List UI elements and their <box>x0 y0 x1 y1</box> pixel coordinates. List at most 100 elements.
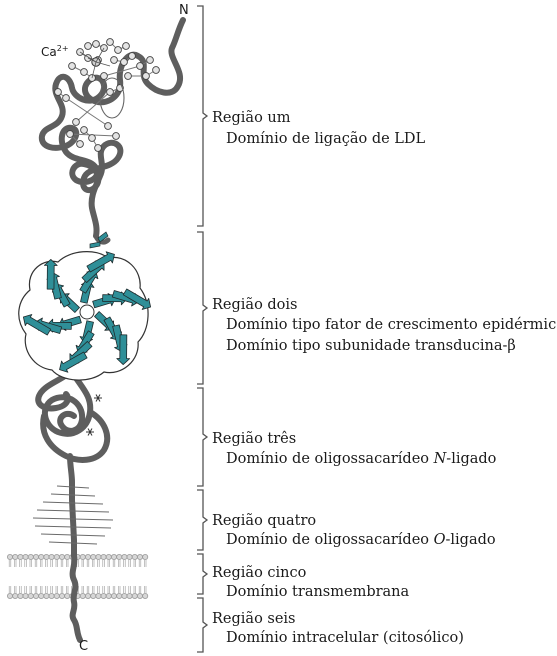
lipid-tail-top <box>144 560 146 567</box>
lipid-tail-bottom <box>51 586 53 593</box>
atom <box>107 89 114 96</box>
lipid-head-top <box>106 554 111 559</box>
lipid-tail-bottom <box>30 586 32 593</box>
region-4-desc-after: -ligado <box>446 532 496 548</box>
lipid-head-top <box>13 554 18 559</box>
region-3-bracket <box>197 388 207 486</box>
region-5-title: Região cinco <box>212 564 306 582</box>
lipid-head-top <box>49 554 54 559</box>
lipid-head-top <box>44 554 49 559</box>
atom <box>129 53 136 60</box>
lipid-tail-top <box>35 560 37 567</box>
lipid-head-bottom <box>122 593 127 598</box>
lipid-tail-top <box>40 560 42 567</box>
lipid-tail-top <box>14 560 16 567</box>
lipid-tail-bottom <box>87 586 89 593</box>
lipid-head-top <box>96 554 101 559</box>
lipid-tail-bottom <box>56 586 58 593</box>
region-3-desc-italic: N <box>434 451 447 467</box>
atom <box>95 145 102 152</box>
lipid-head-bottom <box>44 593 49 598</box>
lipid-head-bottom <box>96 593 101 598</box>
calcium-ion-symbol: Ca <box>41 45 57 59</box>
lipid-tail-top <box>113 560 115 567</box>
atom <box>77 141 84 148</box>
region-4-bracket <box>197 490 207 550</box>
lipid-head-bottom <box>39 593 44 598</box>
lipid-head-top <box>117 554 122 559</box>
atom <box>67 131 74 138</box>
lipid-head-top <box>143 554 148 559</box>
lipid-head-bottom <box>59 593 64 598</box>
lipid-head-top <box>28 554 33 559</box>
lipid-head-top <box>7 554 12 559</box>
lipid-head-top <box>33 554 38 559</box>
atom <box>69 63 76 70</box>
lipid-head-bottom <box>65 593 70 598</box>
region-3-desc-before: Domínio de oligossacarídeo <box>226 451 434 467</box>
lipid-head-top <box>39 554 44 559</box>
lipid-head-top <box>101 554 106 559</box>
lipid-head-top <box>54 554 59 559</box>
lipid-tail-top <box>20 560 22 567</box>
atom <box>93 41 100 48</box>
lipid-head-top <box>127 554 132 559</box>
atom <box>63 95 70 102</box>
lipid-tail-top <box>30 560 32 567</box>
region-6-description: Domínio intracelular (citosólico) <box>226 629 464 647</box>
c-terminus-label: C <box>79 638 88 656</box>
lipid-tail-bottom <box>25 586 27 593</box>
lipid-tail-bottom <box>82 586 84 593</box>
region-brackets <box>197 6 207 652</box>
lipid-tail-bottom <box>20 586 22 593</box>
atom <box>125 73 132 80</box>
lipid-head-bottom <box>117 593 122 598</box>
lipid-head-bottom <box>106 593 111 598</box>
lipid-tail-bottom <box>129 586 131 593</box>
region-2-bracket <box>197 232 207 384</box>
propeller-hub <box>80 305 94 319</box>
lipid-head-bottom <box>28 593 33 598</box>
atom <box>85 43 92 50</box>
atom <box>147 57 154 64</box>
lipid-head-bottom <box>18 593 23 598</box>
atom <box>101 73 108 80</box>
lipid-tail-top <box>124 560 126 567</box>
lipid-tail-top <box>87 560 89 567</box>
lipid-tail-bottom <box>144 586 146 593</box>
region-5-description: Domínio transmembrana <box>226 583 409 601</box>
ldl-binding-domain <box>55 39 160 152</box>
region-4-description: Domínio de oligossacarídeo O-ligado <box>226 531 496 549</box>
lipid-tail-top <box>61 560 63 567</box>
lipid-head-top <box>91 554 96 559</box>
lipid-head-top <box>111 554 116 559</box>
atom <box>55 89 62 96</box>
region-1-title: Região um <box>212 109 291 127</box>
region-5-bracket <box>197 554 207 594</box>
lipid-tail-bottom <box>66 586 68 593</box>
atom <box>121 59 128 66</box>
lipid-head-top <box>65 554 70 559</box>
calcium-ion-charge: 2+ <box>57 44 69 53</box>
lipid-tail-top <box>46 560 48 567</box>
region-2-title: Região dois <box>212 296 298 314</box>
lipid-tail-top <box>118 560 120 567</box>
lipid-tail-bottom <box>9 586 11 593</box>
lipid-head-top <box>132 554 137 559</box>
beta-propeller-domain <box>19 232 151 380</box>
lipid-tail-bottom <box>134 586 136 593</box>
lipid-tail-bottom <box>124 586 126 593</box>
lipid-head-bottom <box>111 593 116 598</box>
lipid-tail-bottom <box>61 586 63 593</box>
lipid-head-bottom <box>137 593 142 598</box>
lipid-head-top <box>137 554 142 559</box>
atom <box>137 63 144 70</box>
atom <box>89 135 96 142</box>
lipid-head-top <box>122 554 127 559</box>
region-6-bracket <box>197 598 207 652</box>
region-2-description-1: Domínio tipo fator de crescimento epidér… <box>226 316 557 334</box>
atom <box>123 43 130 50</box>
lipid-tail-bottom <box>46 586 48 593</box>
lipid-tail-bottom <box>98 586 100 593</box>
lipid-tail-bottom <box>92 586 94 593</box>
